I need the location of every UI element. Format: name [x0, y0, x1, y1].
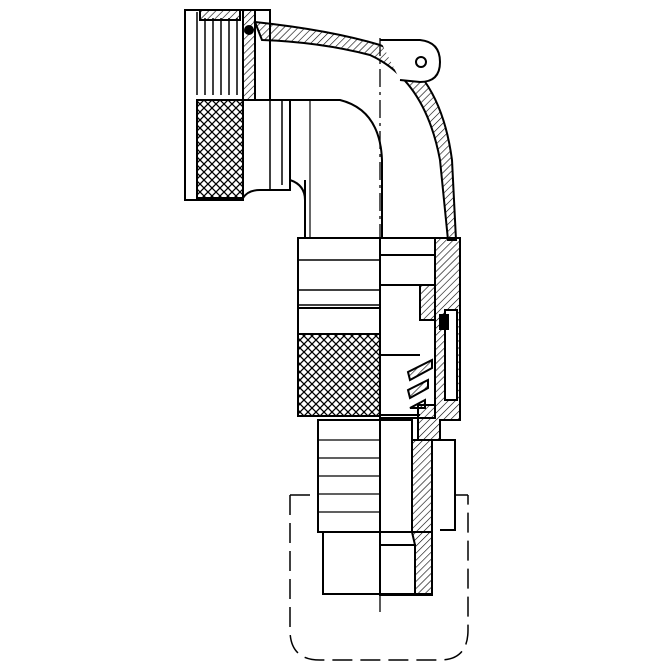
- knurled-sleeve: [297, 333, 381, 417]
- coupling-nut: [184, 9, 291, 201]
- body-sections: [297, 237, 461, 441]
- mounting-hole: [415, 56, 427, 68]
- knurled-grip: [196, 99, 244, 199]
- elbow-body: [253, 20, 458, 241]
- threaded-section: [317, 419, 456, 596]
- cable-outline: [289, 495, 469, 661]
